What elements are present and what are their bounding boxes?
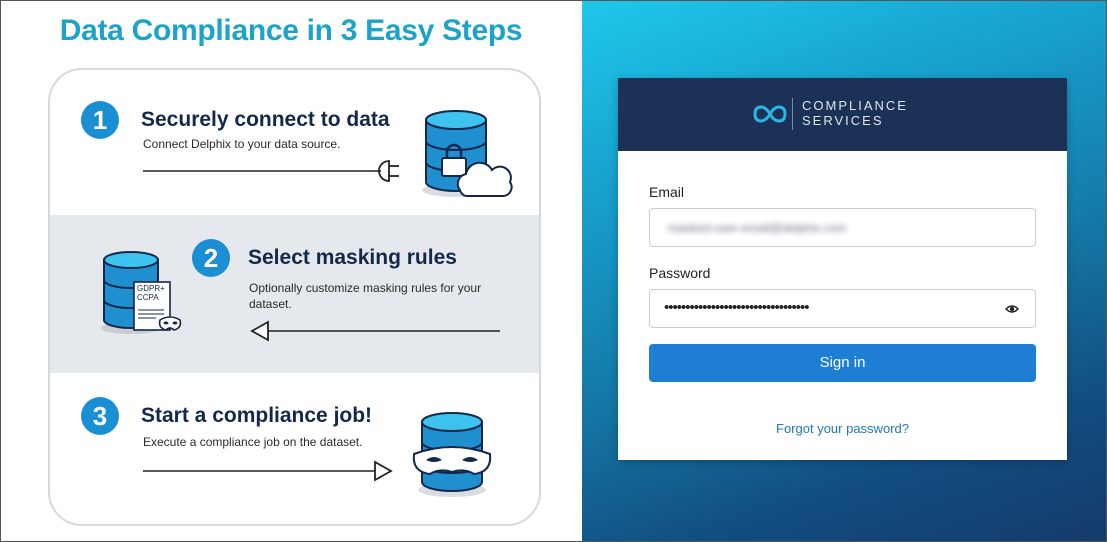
password-field[interactable]: •••••••••••••••••••••••••••••••••• [649, 289, 989, 328]
login-card: COMPLIANCE SERVICES Email masked-user-em… [618, 78, 1067, 460]
forgot-password-link[interactable]: Forgot your password? [776, 421, 909, 436]
plug-line-icon [143, 160, 399, 182]
step-2-description: Optionally customize masking rules for y… [249, 281, 482, 311]
email-field[interactable]: masked-user-email@delphix.com [649, 208, 1036, 247]
compliance-logo-icon [753, 105, 787, 123]
sign-in-button[interactable]: Sign in [649, 344, 1036, 382]
step-1-description: Connect Delphix to your data source. [143, 137, 341, 151]
brand-name: COMPLIANCE SERVICES [802, 98, 908, 128]
arrow-right-icon [143, 460, 393, 482]
document-label-ccpa: CCPA [137, 293, 159, 302]
step-3-description: Execute a compliance job on the dataset. [143, 435, 363, 449]
arrow-left-icon [250, 320, 500, 342]
step-2-number: 2 [192, 239, 230, 277]
login-background: COMPLIANCE SERVICES Email masked-user-em… [582, 0, 1107, 542]
database-document-mask-icon [101, 251, 182, 334]
password-label: Password [649, 265, 711, 281]
database-mask-icon [412, 412, 492, 497]
step-2-title: Select masking rules [248, 246, 457, 269]
brand-line-1: COMPLIANCE [802, 98, 908, 113]
step-1-title: Securely connect to data [141, 108, 390, 131]
email-label: Email [649, 184, 685, 200]
step-3-title: Start a compliance job! [141, 404, 373, 427]
document-label-gdpr: GDPR+ [137, 284, 165, 293]
email-value: masked-user-email@delphix.com [668, 221, 847, 235]
login-header: COMPLIANCE SERVICES [618, 78, 1067, 151]
password-value: •••••••••••••••••••••••••••••••••• [664, 299, 810, 316]
headline: Data Compliance in 3 Easy Steps [59, 14, 523, 47]
eye-icon [1005, 305, 1019, 313]
step-3-number: 3 [81, 397, 119, 435]
logo-divider [792, 98, 793, 130]
info-panel: Data Compliance in 3 Easy Steps 1 Secure… [48, 14, 541, 526]
steps-card: 1 Securely connect to data Connect Delph… [48, 68, 541, 526]
brand-line-2: SERVICES [802, 113, 884, 128]
database-lock-cloud-icon [422, 110, 513, 197]
step-1-number: 1 [81, 101, 119, 139]
show-password-button[interactable] [988, 289, 1036, 328]
